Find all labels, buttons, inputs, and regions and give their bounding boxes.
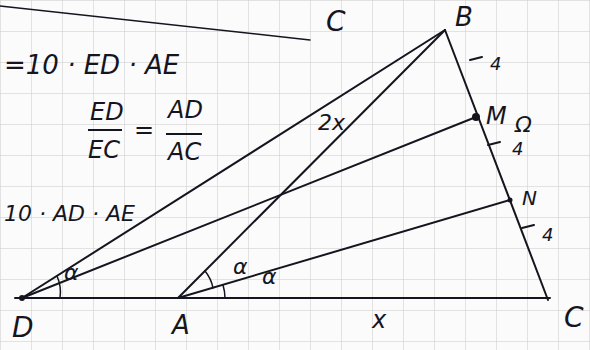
length-label: x bbox=[372, 308, 386, 332]
length-label: 2x bbox=[318, 112, 345, 134]
point-label: A bbox=[172, 312, 190, 338]
formula-text: =10 · ED · AE bbox=[4, 52, 179, 78]
angle-label: α bbox=[64, 262, 79, 284]
point-label: M bbox=[486, 104, 507, 128]
arc-label: Ω bbox=[515, 114, 532, 136]
formula-text: 10 · AD · AE bbox=[4, 203, 135, 225]
point-label: N bbox=[522, 188, 537, 208]
fraction-part: AD bbox=[168, 98, 203, 122]
point-label: B bbox=[455, 4, 473, 30]
fraction-bar bbox=[88, 129, 122, 131]
fraction-part: EC bbox=[88, 138, 120, 162]
length-label: 4 bbox=[490, 55, 501, 73]
angle-label: α bbox=[262, 266, 277, 288]
fraction-part: ED bbox=[90, 100, 124, 124]
length-label: 4 bbox=[512, 140, 523, 158]
point-label: D bbox=[12, 314, 34, 342]
angle-label: α bbox=[233, 256, 248, 278]
point-label: C bbox=[564, 304, 584, 332]
fraction-bar bbox=[166, 133, 202, 135]
length-label: 4 bbox=[542, 226, 553, 244]
point-label: C bbox=[326, 8, 346, 36]
fraction-part: AC bbox=[168, 140, 201, 164]
formula-text: = bbox=[134, 118, 154, 142]
